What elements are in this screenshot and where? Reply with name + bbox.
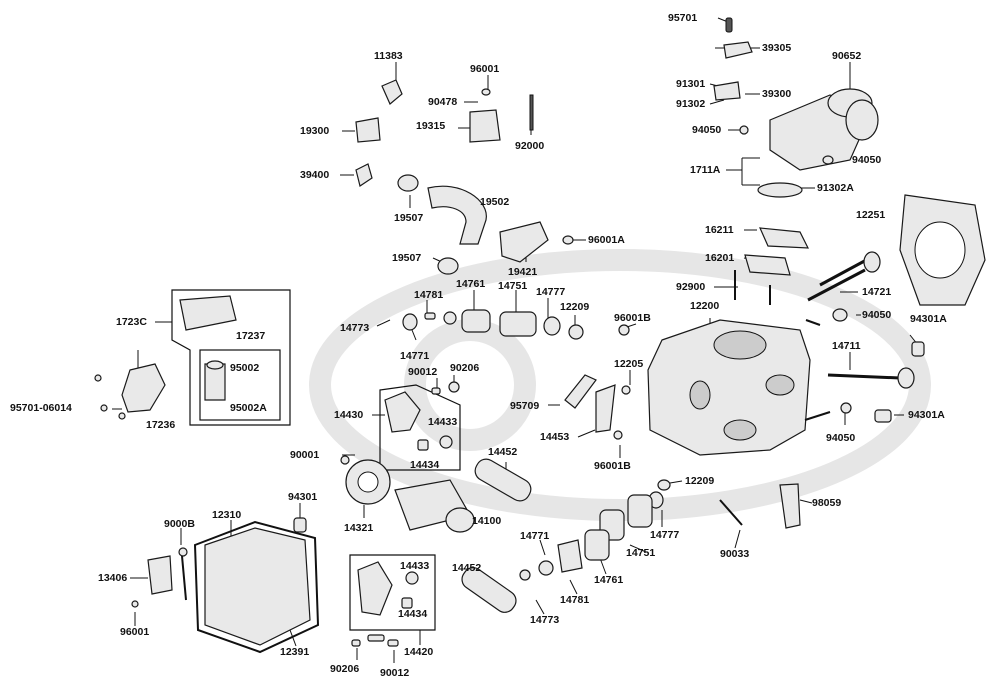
part-label-14771-b[interactable]: 14771 — [520, 530, 550, 542]
part-label-14452-a[interactable]: 14452 — [488, 446, 518, 458]
cooling-parts — [355, 79, 574, 275]
part-label-12205[interactable]: 12205 — [614, 358, 644, 370]
part-label-14773-a[interactable]: 14773 — [340, 322, 370, 334]
part-label-19300[interactable]: 19300 — [300, 125, 330, 137]
part-label-90652[interactable]: 90652 — [832, 50, 862, 62]
part-label-96001A[interactable]: 96001A — [588, 234, 625, 246]
part-label-39305[interactable]: 39305 — [762, 42, 792, 54]
part-label-91302[interactable]: 91302 — [676, 98, 706, 110]
part-label-90001[interactable]: 90001 — [290, 449, 320, 461]
part-label-94050-d[interactable]: 94050 — [826, 432, 856, 444]
part-label-17237[interactable]: 17237 — [236, 330, 266, 342]
part-label-94050-a[interactable]: 94050 — [692, 124, 722, 136]
part-label-12391[interactable]: 12391 — [280, 646, 310, 658]
part-label-90012-a[interactable]: 90012 — [408, 366, 438, 378]
part-label-12209-a[interactable]: 12209 — [560, 301, 590, 313]
part-label-12209-b[interactable]: 12209 — [685, 475, 715, 487]
part-label-92900[interactable]: 92900 — [676, 281, 706, 293]
part-label-14781-b[interactable]: 14781 — [560, 594, 590, 606]
camshaft-sprocket — [293, 455, 532, 533]
valve-springs-lower — [461, 479, 801, 613]
part-label-94301A-b[interactable]: 94301A — [908, 409, 945, 421]
part-label-14430[interactable]: 14430 — [334, 409, 364, 421]
part-label-95701-06014[interactable]: 95701-06014 — [10, 402, 72, 414]
part-label-19507-a[interactable]: 19507 — [394, 212, 424, 224]
part-label-94301A-a[interactable]: 94301A — [910, 313, 947, 325]
part-label-96001-b[interactable]: 96001 — [120, 626, 150, 638]
part-label-12200[interactable]: 12200 — [690, 300, 720, 312]
rocker-arm-group-lower — [351, 561, 419, 647]
part-label-14434-a[interactable]: 14434 — [410, 459, 440, 471]
part-label-90206-a[interactable]: 90206 — [450, 362, 480, 374]
part-label-95709[interactable]: 95709 — [510, 400, 540, 412]
part-label-96001-a[interactable]: 96001 — [470, 63, 500, 75]
part-label-90206-b[interactable]: 90206 — [330, 663, 360, 675]
part-label-14761-a[interactable]: 14761 — [456, 278, 486, 290]
part-label-14771-a[interactable]: 14771 — [400, 350, 430, 362]
part-label-14761-b[interactable]: 14761 — [594, 574, 624, 586]
part-label-14777-b[interactable]: 14777 — [650, 529, 680, 541]
part-label-17236[interactable]: 17236 — [146, 419, 176, 431]
part-label-14321[interactable]: 14321 — [344, 522, 374, 534]
part-label-11383[interactable]: 11383 — [374, 50, 403, 62]
part-label-14453[interactable]: 14453 — [540, 431, 570, 443]
part-label-95002A[interactable]: 95002A — [230, 402, 267, 414]
part-label-94301[interactable]: 94301 — [288, 491, 318, 503]
part-label-14721[interactable]: 14721 — [862, 286, 892, 298]
part-label-92000[interactable]: 92000 — [515, 140, 545, 152]
part-label-12251[interactable]: 12251 — [856, 209, 886, 221]
part-label-14711[interactable]: 14711 — [832, 340, 861, 352]
part-label-39400[interactable]: 39400 — [300, 169, 330, 181]
valve-cover — [131, 520, 320, 654]
part-label-91301[interactable]: 91301 — [676, 78, 706, 90]
part-label-19421[interactable]: 19421 — [508, 266, 538, 278]
part-label-98059[interactable]: 98059 — [812, 497, 842, 509]
part-label-9000B[interactable]: 9000B — [164, 518, 195, 530]
part-label-14434-b[interactable]: 14434 — [398, 608, 428, 620]
part-label-95002[interactable]: 95002 — [230, 362, 260, 374]
part-label-13406[interactable]: 13406 — [98, 572, 128, 584]
part-label-1711A[interactable]: 1711A — [690, 164, 721, 176]
part-label-14100[interactable]: 14100 — [472, 515, 502, 527]
part-label-94050-b[interactable]: 94050 — [852, 154, 882, 166]
part-label-91302A[interactable]: 91302A — [817, 182, 854, 194]
cylinder-head — [647, 270, 831, 456]
sub-assembly-boxes — [171, 289, 461, 631]
part-label-14751-a[interactable]: 14751 — [498, 280, 528, 292]
part-label-14433-a[interactable]: 14433 — [428, 416, 458, 428]
part-label-14751-b[interactable]: 14751 — [626, 547, 656, 559]
part-label-39300[interactable]: 39300 — [762, 88, 792, 100]
part-label-12310[interactable]: 12310 — [212, 509, 242, 521]
part-label-14773-b[interactable]: 14773 — [530, 614, 560, 626]
part-label-14420[interactable]: 14420 — [404, 646, 434, 658]
part-label-90478[interactable]: 90478 — [428, 96, 458, 108]
part-label-16201[interactable]: 16201 — [705, 252, 735, 264]
part-label-96001B-b[interactable]: 96001B — [594, 460, 631, 472]
head-gaskets-valves — [744, 194, 986, 423]
part-label-90033[interactable]: 90033 — [720, 548, 750, 560]
part-label-14452-b[interactable]: 14452 — [452, 562, 482, 574]
valve-springs-upper — [402, 309, 630, 340]
bracket-assembly — [94, 295, 237, 420]
part-label-14433-b[interactable]: 14433 — [400, 560, 430, 572]
part-label-90012-b[interactable]: 90012 — [380, 667, 410, 679]
part-label-16211[interactable]: 16211 — [705, 224, 734, 236]
part-label-14781-a[interactable]: 14781 — [414, 289, 444, 301]
part-label-95701[interactable]: 95701 — [668, 12, 698, 24]
part-label-1723C[interactable]: 1723C — [116, 316, 147, 328]
part-label-14777-a[interactable]: 14777 — [536, 286, 566, 298]
rocker-arm-group — [384, 374, 631, 451]
part-label-19507-b[interactable]: 19507 — [392, 252, 422, 264]
part-label-19502[interactable]: 19502 — [480, 196, 510, 208]
part-label-19315[interactable]: 19315 — [416, 120, 446, 132]
kymco-watermark — [309, 249, 931, 521]
part-label-94050-c[interactable]: 94050 — [862, 309, 892, 321]
throttle-body — [713, 17, 879, 198]
part-label-96001B-a[interactable]: 96001B — [614, 312, 651, 324]
